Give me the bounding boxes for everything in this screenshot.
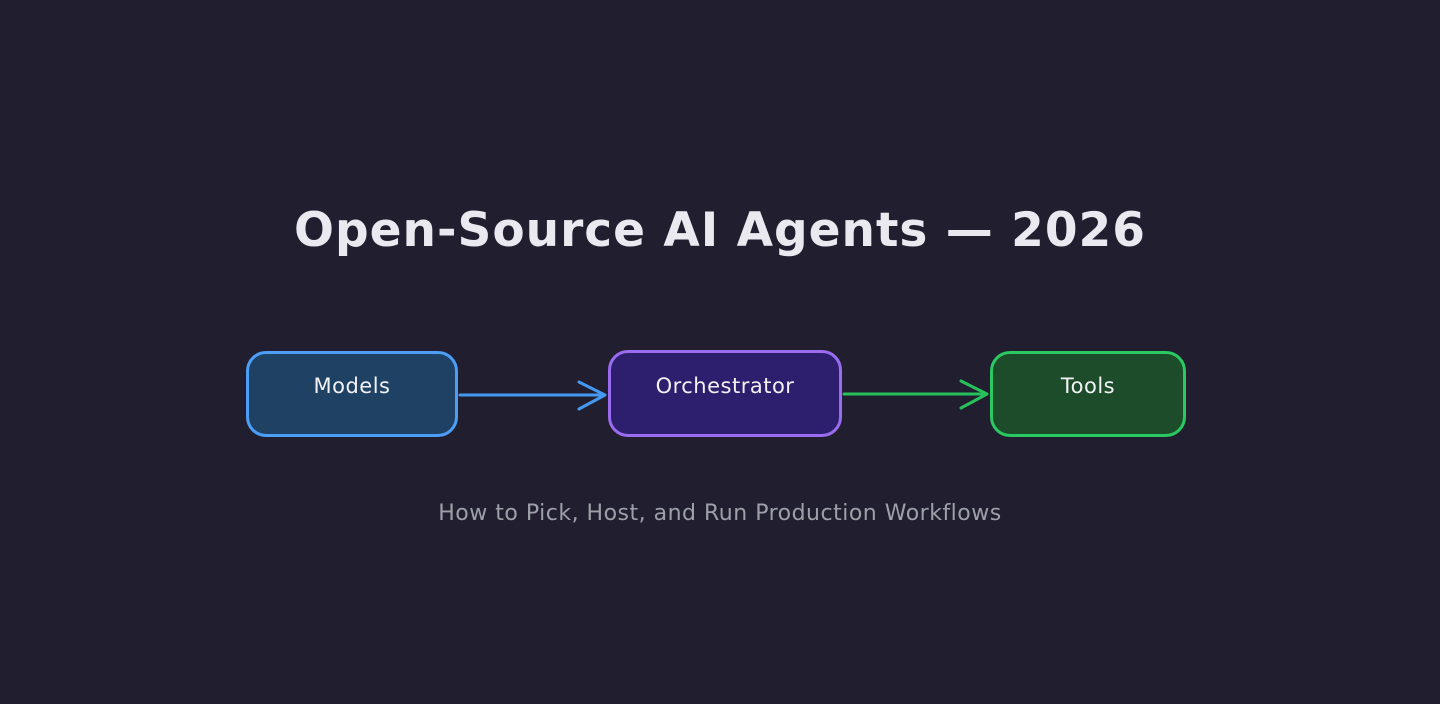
node-tools-label: Tools <box>1060 374 1116 398</box>
arrow-models-to-orchestrator <box>458 380 607 411</box>
diagram-subtitle: How to Pick, Host, and Run Production Wo… <box>438 501 1002 526</box>
diagram-title: Open-Source AI Agents — 2026 <box>294 203 1146 258</box>
arrow-orchestrator-to-tools <box>842 379 989 410</box>
node-tools: Tools <box>990 351 1186 437</box>
node-models: Models <box>246 351 458 437</box>
node-orchestrator-label: Orchestrator <box>655 373 795 398</box>
node-orchestrator: Orchestrator <box>608 350 842 437</box>
node-models-label: Models <box>313 374 391 398</box>
